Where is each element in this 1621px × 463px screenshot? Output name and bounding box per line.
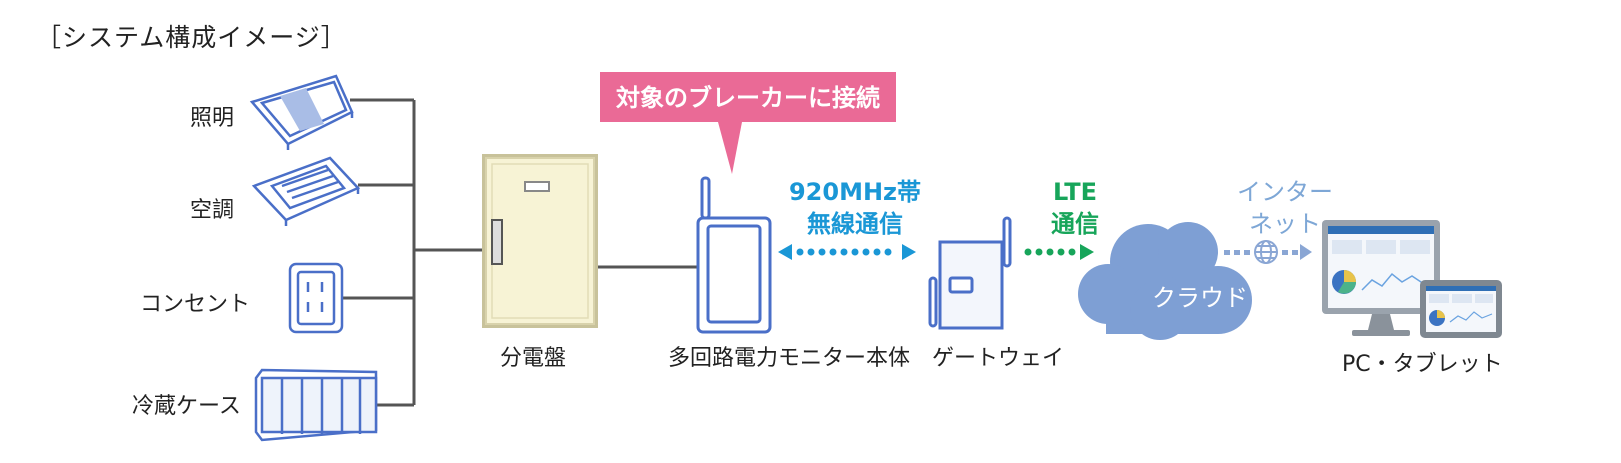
appliance-wiring	[342, 98, 698, 407]
refrigerated-case-icon	[254, 368, 378, 442]
label-lte-line1: LTE	[1052, 178, 1098, 206]
label-distribution-panel: 分電盤	[500, 346, 567, 371]
pc-monitor-icon	[1322, 220, 1440, 336]
label-lte: LTE 通信	[1040, 176, 1110, 240]
gateway-icon	[928, 216, 1012, 330]
label-aircon: 空調	[190, 198, 235, 223]
label-lighting: 照明	[190, 106, 235, 131]
tablet-icon	[1420, 280, 1502, 338]
label-gateway: ゲートウェイ	[932, 346, 1065, 371]
label-internet-line1: インター	[1237, 178, 1333, 206]
distribution-panel-icon	[482, 154, 598, 328]
callout-text: 対象のブレーカーに接続	[616, 84, 880, 112]
power-monitor-icon	[696, 176, 772, 334]
wireless-arrow	[778, 244, 916, 260]
label-pc-tablet: PC・タブレット	[1342, 352, 1503, 377]
internet-arrow	[1224, 244, 1312, 260]
air-conditioner-icon	[251, 156, 361, 226]
label-wireless-line1: 920MHz帯	[788, 178, 922, 206]
label-internet-line2: ネット	[1249, 210, 1321, 238]
label-lte-line2: 通信	[1051, 210, 1099, 238]
lte-arrow	[1024, 244, 1094, 260]
label-power-monitor: 多回路電力モニター本体	[668, 346, 911, 371]
label-wireless: 920MHz帯 無線通信	[780, 176, 930, 240]
label-internet: インター ネット	[1220, 176, 1350, 240]
globe-icon	[1254, 240, 1278, 264]
page-title: ［システム構成イメージ］	[36, 23, 347, 52]
label-fridge: 冷蔵ケース	[132, 394, 241, 419]
power-outlet-icon	[288, 262, 344, 334]
callout-bubble	[600, 72, 896, 174]
ceiling-light-icon	[249, 74, 354, 150]
label-cloud: クラウド	[1152, 284, 1248, 312]
label-wireless-line2: 無線通信	[807, 210, 903, 238]
label-outlet: コンセント	[140, 292, 251, 317]
cloud-icon	[1078, 222, 1252, 340]
